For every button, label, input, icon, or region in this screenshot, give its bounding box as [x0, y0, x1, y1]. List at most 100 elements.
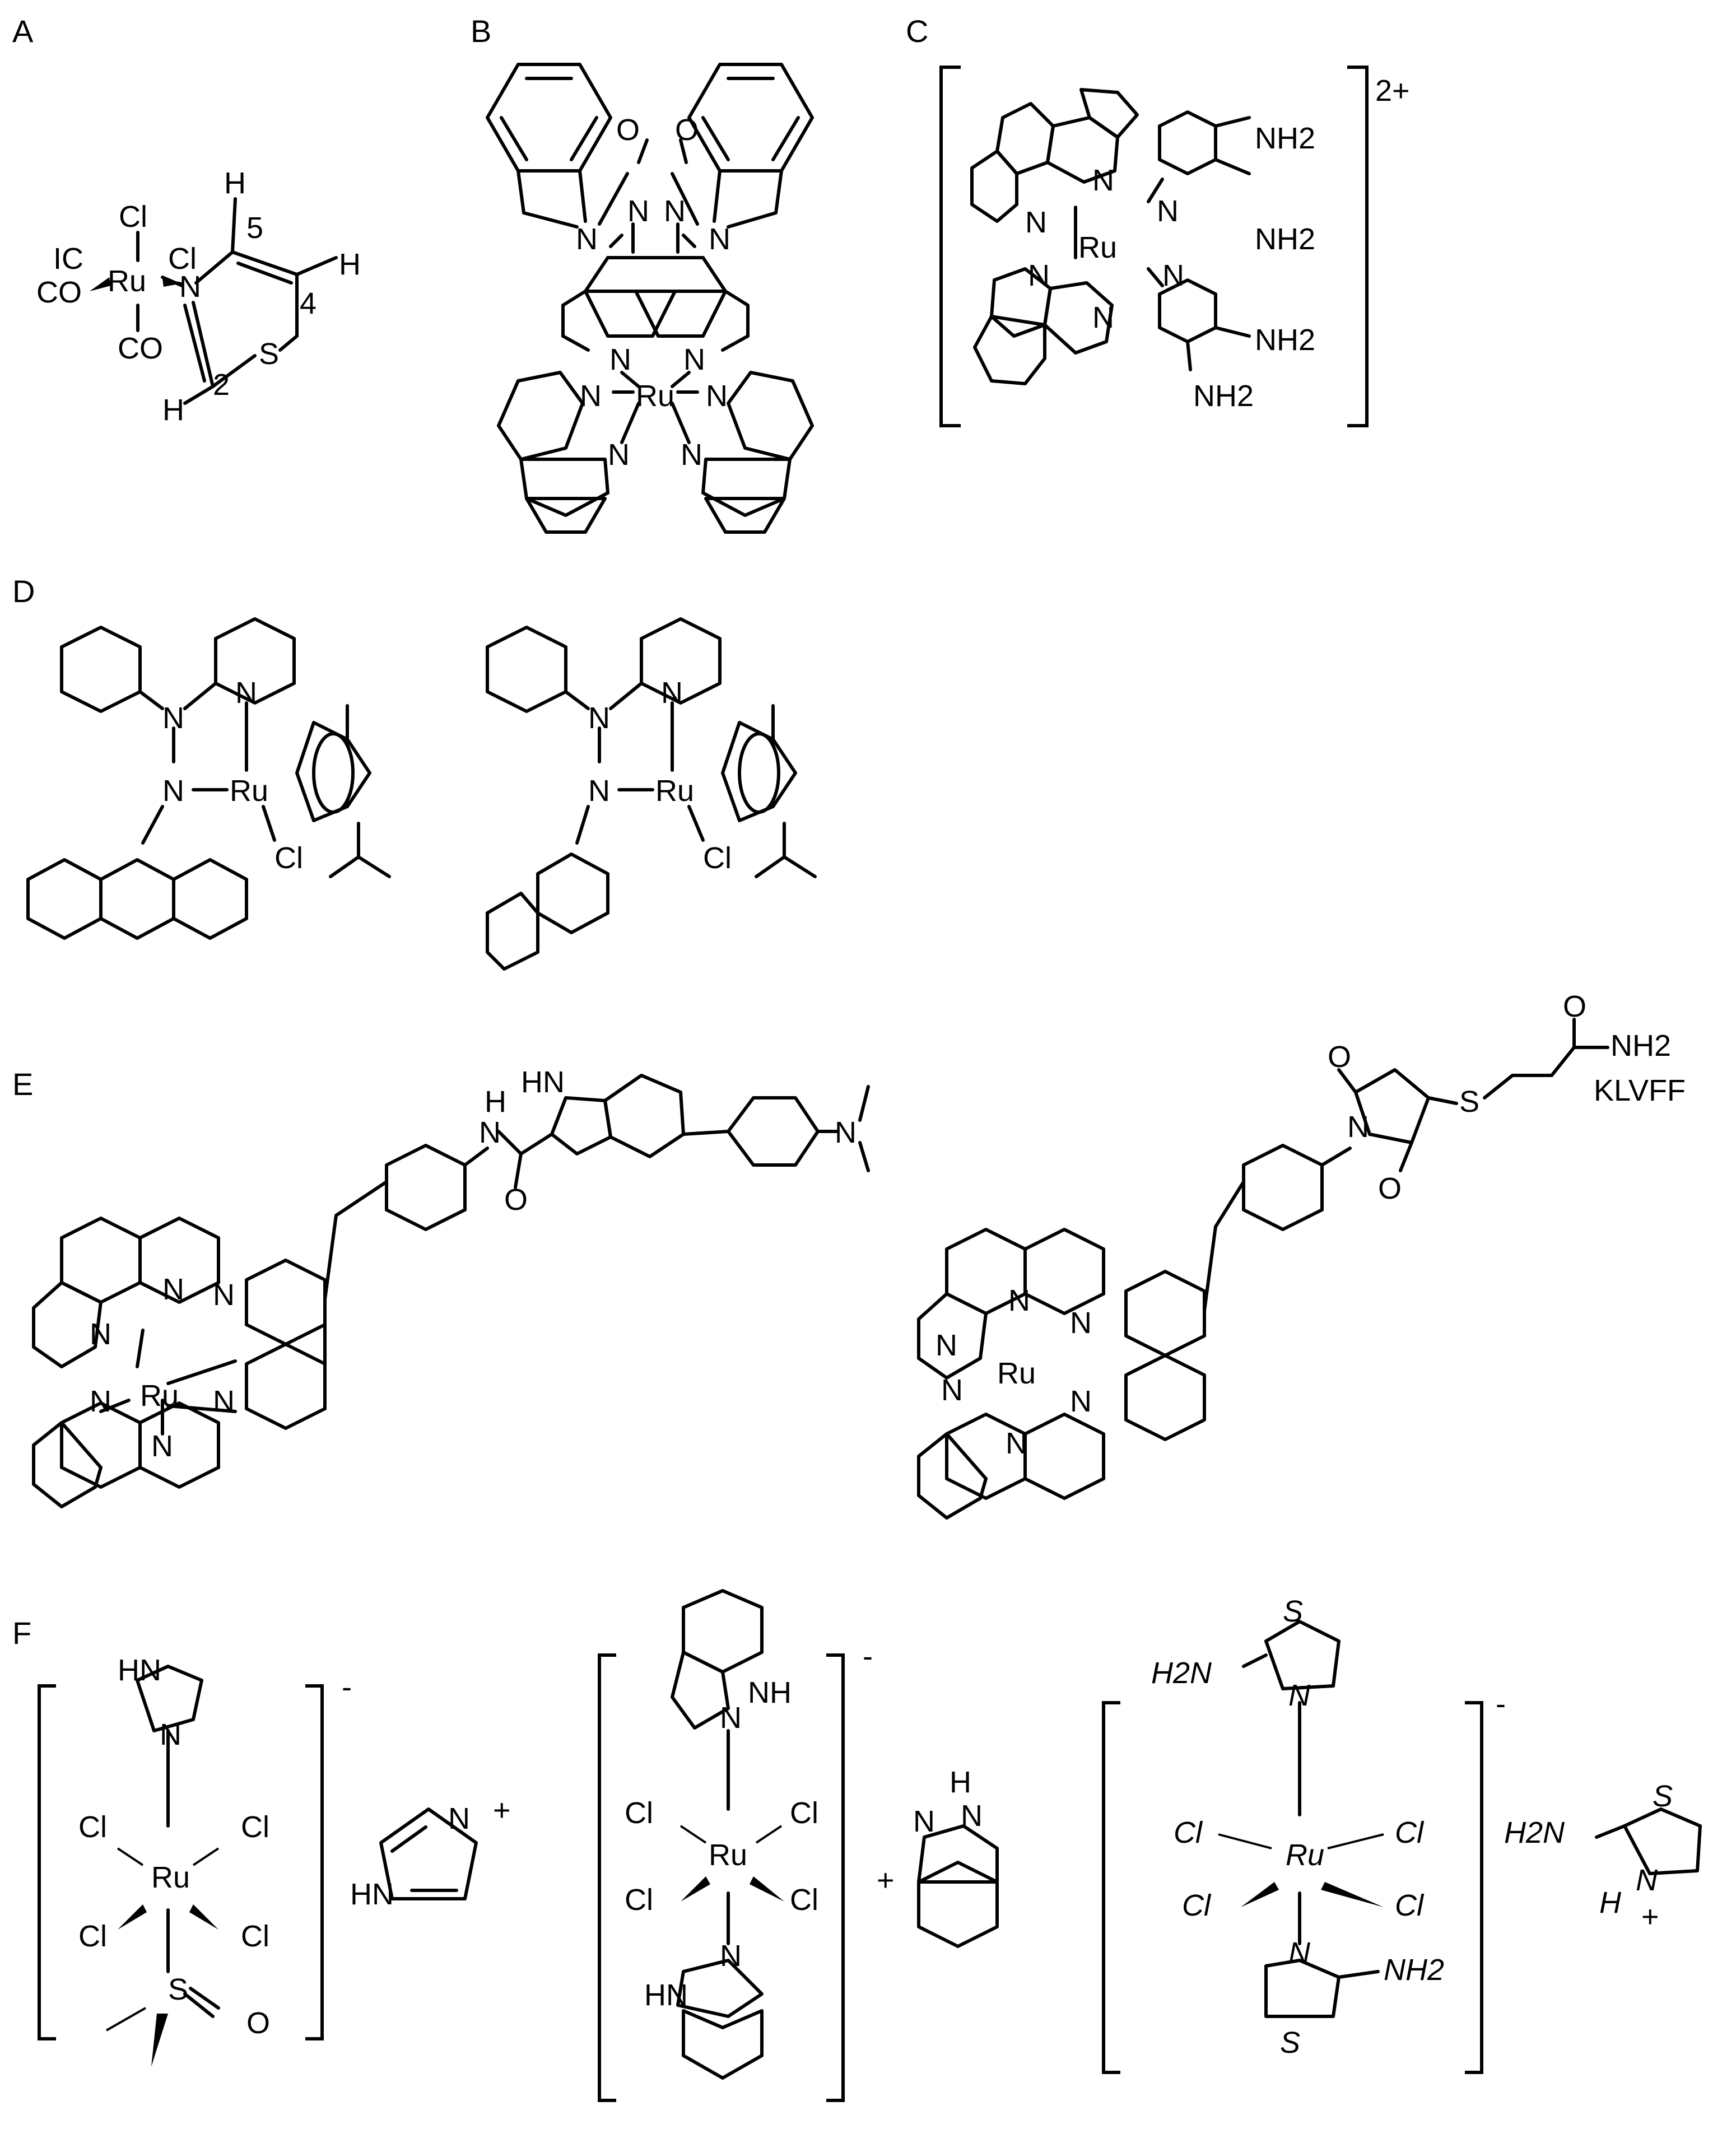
atom-n: N	[941, 1373, 963, 1407]
atom-n: N	[162, 774, 184, 808]
atom-n: N	[1028, 259, 1050, 292]
atom-ru: Ru	[1286, 1838, 1324, 1872]
atom-nh2: NH2	[1255, 323, 1315, 357]
atom-cl: Cl	[78, 1810, 107, 1844]
charge-label: -	[863, 1639, 873, 1673]
atom-n: N	[235, 676, 257, 710]
atom-n: N	[913, 1805, 935, 1838]
atom-nh2: NH2	[1611, 1029, 1671, 1063]
atom-cl: Cl	[274, 841, 303, 875]
atom-ru: Ru	[108, 264, 146, 298]
charge-label: 2+	[1375, 74, 1410, 108]
atom-cl: Cl	[168, 242, 197, 276]
atom-cl: Cl	[625, 1883, 653, 1917]
atom-n: N	[1636, 1863, 1658, 1897]
atom-n: N	[720, 1701, 742, 1735]
atom-cl: Cl	[241, 1919, 269, 1953]
atom-o: O	[675, 113, 699, 147]
atom-n: N	[162, 701, 184, 735]
panel-f-counterion-1: N HN +	[350, 1793, 511, 1911]
atom-n: N	[1070, 1306, 1092, 1340]
panel-f-complex-1: HN N Cl Cl Ru Cl Cl S O -	[38, 1653, 352, 2067]
atom-s: S	[259, 337, 279, 371]
charge-label: -	[1496, 1687, 1506, 1721]
atom-ru: Ru	[655, 774, 694, 808]
atom-cl: Cl	[119, 200, 147, 234]
atom-cl: Cl	[1395, 1816, 1425, 1849]
atom-nh2: NH2	[1384, 1953, 1444, 1987]
atom-nh2: NH2	[1193, 379, 1254, 413]
atom-n: N	[90, 1317, 111, 1351]
atom-cl: Cl	[1182, 1889, 1212, 1922]
atom-n: N	[151, 1429, 173, 1463]
atom-cl: Cl	[790, 1796, 818, 1830]
atom-ic: IC	[53, 242, 83, 276]
atom-nh2: NH2	[1255, 122, 1315, 155]
atom-co: CO	[36, 276, 82, 309]
atom-n: N	[720, 1939, 742, 1973]
panel-b-structure: O O N N N N N N N Ru N N N	[486, 63, 814, 534]
atom-ru: Ru	[230, 774, 268, 808]
atom-n: N	[709, 222, 730, 256]
panel-label-b: B	[471, 13, 491, 49]
atom-n: N	[179, 270, 201, 304]
atom-o: O	[246, 2006, 270, 2040]
atom-hn: HN	[521, 1065, 565, 1099]
atom-hn: HN	[644, 1978, 688, 2012]
atom-n: N	[580, 379, 602, 413]
atom-n: N	[706, 379, 728, 413]
position-number: 4	[300, 287, 317, 320]
atom-ru: Ru	[709, 1838, 747, 1872]
atom-n: N	[588, 774, 610, 808]
atom-s: S	[168, 1973, 188, 2006]
position-number: 2	[213, 368, 230, 402]
panel-e-right-structure: O N O S O NH2 KLVFF N N N Ru N N N	[917, 990, 1686, 1520]
panel-d-left-structure: N N N Ru Cl	[26, 617, 391, 940]
atom-cl: Cl	[78, 1919, 107, 1953]
atom-o: O	[1378, 1172, 1402, 1205]
peptide-label: KLVFF	[1594, 1074, 1686, 1107]
atom-n: N	[608, 438, 630, 472]
panel-label-d: D	[12, 574, 35, 609]
atom-ru: Ru	[140, 1379, 179, 1413]
atom-cl: Cl	[703, 841, 732, 875]
charge-label: +	[1641, 1900, 1659, 1933]
atom-h: H	[224, 166, 246, 200]
atom-ru: Ru	[997, 1357, 1036, 1390]
atom-n: N	[90, 1385, 111, 1418]
panel-f-complex-2: N NH Cl Cl Ru Cl Cl N HN -	[598, 1589, 873, 2102]
atom-n: N	[936, 1329, 957, 1362]
atom-n: N	[588, 701, 610, 735]
atom-cl: Cl	[1395, 1889, 1425, 1922]
atom-n: N	[1092, 164, 1114, 197]
atom-n: N	[1162, 259, 1184, 292]
atom-n: N	[479, 1116, 501, 1149]
atom-s: S	[1280, 2026, 1300, 2060]
atom-s: S	[1283, 1595, 1303, 1628]
atom-o: O	[616, 113, 640, 147]
atom-n: N	[835, 1116, 857, 1149]
atom-hn: HN	[118, 1653, 161, 1687]
charge-label: -	[342, 1670, 352, 1704]
panel-label-f: F	[12, 1615, 31, 1651]
atom-n: N	[1070, 1385, 1092, 1418]
atom-cl: Cl	[790, 1883, 818, 1917]
atom-s: S	[1653, 1779, 1673, 1813]
atom-cl: Cl	[241, 1810, 269, 1844]
panel-f-counterion-3: H2N S N H +	[1504, 1779, 1702, 1933]
atom-n: N	[1288, 1936, 1311, 1970]
atom-cl: Cl	[625, 1796, 653, 1830]
atom-n: N	[1157, 194, 1179, 228]
atom-co: CO	[118, 332, 163, 365]
atom-n: N	[661, 676, 683, 710]
atom-ru: Ru	[1078, 231, 1117, 264]
atom-n: N	[1025, 206, 1047, 239]
atom-s: S	[1459, 1085, 1479, 1119]
atom-n: N	[213, 1385, 235, 1418]
atom-n: N	[1347, 1110, 1369, 1144]
atom-h2n: H2N	[1151, 1656, 1212, 1690]
atom-n: N	[160, 1718, 181, 1751]
panel-label-a: A	[12, 13, 34, 49]
atom-n: N	[448, 1802, 470, 1835]
